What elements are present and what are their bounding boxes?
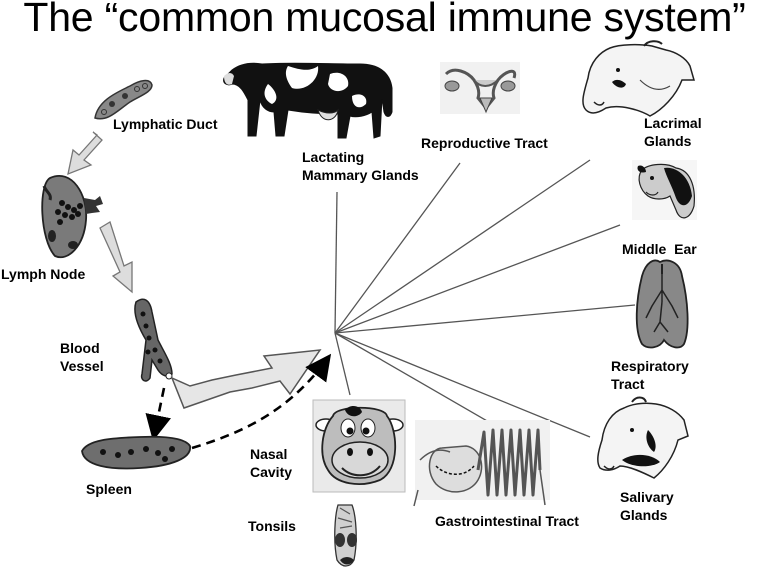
salivary-cow-head-icon (597, 396, 689, 479)
line-to-middle-ear (334, 224, 621, 334)
label-respiratory-line1: Respiratory (611, 358, 689, 374)
label-lactating-line2: Mammary Glands (302, 167, 419, 183)
lymph-node-icon (41, 175, 103, 259)
line-to-nasal (334, 332, 351, 396)
label-respiratory-line2: Tract (611, 376, 645, 392)
line-to-respiratory (334, 304, 636, 334)
page-title: The “common mucosal immune system” (23, 0, 746, 40)
gastrointestinal-tract-icon (413, 420, 550, 507)
line-to-lacrimal (334, 159, 591, 334)
line-to-reproductive (334, 162, 461, 334)
lymphatic-duct-icon (94, 79, 153, 120)
spleen-icon (81, 435, 191, 470)
nasal-cavity-cow-icon (312, 399, 406, 493)
label-blood-vessel-line1: Blood (60, 340, 100, 356)
dashed-arrow-vessel-to-spleen (145, 387, 171, 442)
label-spleen: Spleen (86, 481, 132, 497)
blood-vessel-icon (134, 298, 173, 382)
label-nasal-cavity-line1: Nasal (250, 446, 288, 462)
label-salivary-line2: Glands (620, 507, 668, 523)
label-middle-ear: Middle Ear (622, 241, 697, 257)
label-tonsils: Tonsils (248, 518, 296, 534)
label-blood-vessel-line2: Vessel (60, 358, 104, 374)
lactating-cow-icon (223, 62, 393, 139)
dashed-arrow-spleen-to-center (191, 353, 332, 450)
line-to-salivary (334, 332, 591, 438)
label-lymphatic-duct: Lymphatic Duct (113, 116, 218, 132)
lacrimal-cow-head-icon (582, 40, 695, 117)
label-lacrimal-line2: Glands (644, 133, 692, 149)
label-lacrimal-line1: Lacrimal (644, 115, 702, 131)
arrow-node-to-vessel (99, 221, 133, 294)
line-to-mammary (334, 191, 338, 334)
arrow-vessel-to-center (170, 349, 322, 409)
reproductive-tract-icon (440, 62, 520, 114)
label-nasal-cavity-line2: Cavity (250, 464, 293, 480)
tonsils-icon (334, 504, 357, 567)
label-gastrointestinal-tract: Gastrointestinal Tract (435, 513, 579, 529)
label-lymph-node: Lymph Node (1, 266, 86, 282)
label-reproductive-tract: Reproductive Tract (421, 135, 548, 151)
respiratory-tract-icon (635, 259, 689, 349)
label-lactating-line1: Lactating (302, 149, 365, 165)
radiating-lines (334, 159, 636, 441)
middle-ear-cow-icon (632, 160, 697, 220)
label-salivary-line1: Salivary (620, 489, 674, 505)
arrow-duct-to-node (67, 131, 103, 176)
